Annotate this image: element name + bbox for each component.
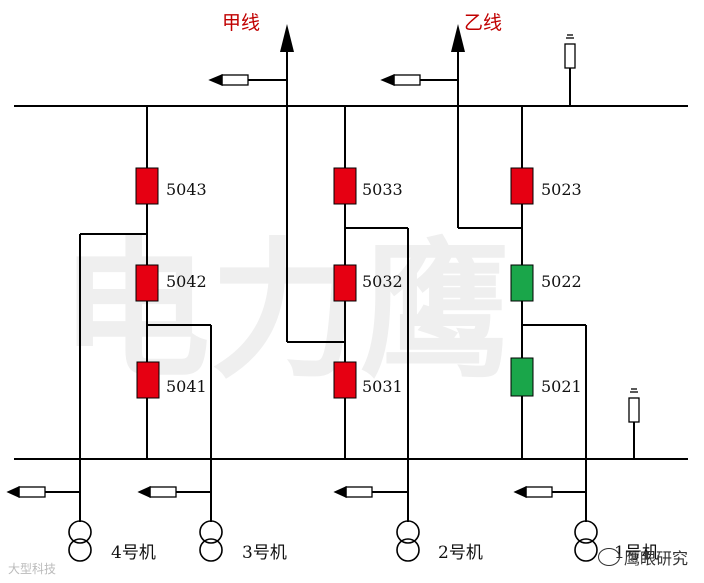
transformer-g2-icon	[396, 520, 420, 562]
breaker-label-5021: 5021	[541, 377, 582, 396]
breaker-label-5033: 5033	[362, 180, 403, 199]
ct-g2-icon	[345, 486, 373, 498]
transformer-g1-icon	[574, 520, 598, 562]
watermark-bottom-right: 鹰眼研究	[597, 545, 688, 569]
breaker-5042[interactable]	[135, 264, 159, 302]
arrester-lower-icon	[628, 397, 640, 423]
watermark-bottom-right-text: 鹰眼研究	[623, 549, 688, 568]
breaker-label-5041: 5041	[166, 377, 207, 396]
cvt-jia-icon	[221, 74, 249, 86]
watermark-bottom-left: 大型科技	[8, 562, 57, 576]
breaker-5041[interactable]	[136, 361, 160, 399]
cvt-yi-icon	[393, 74, 421, 86]
breaker-label-5022: 5022	[541, 272, 582, 291]
transformer-g3-icon	[199, 520, 223, 562]
ct-g4-icon	[18, 486, 46, 498]
breaker-5022[interactable]	[510, 264, 534, 302]
arrester-upper-icon	[564, 43, 576, 69]
wechat-icon	[597, 548, 620, 566]
ct-g1-icon	[525, 486, 553, 498]
jia-line-arrow-icon	[280, 24, 294, 52]
breaker-5032[interactable]	[333, 264, 357, 302]
watermark-center: 电力鹰	[60, 225, 511, 399]
line-label-yi: 乙线	[464, 12, 503, 34]
breaker-5023[interactable]	[510, 167, 534, 205]
generator-label-4: 4号机	[111, 543, 156, 563]
line-label-jia: 甲线	[222, 12, 261, 34]
breaker-5033[interactable]	[333, 167, 357, 205]
breaker-5031[interactable]	[333, 361, 357, 399]
generator-label-2: 2号机	[438, 543, 483, 563]
breaker-label-5032: 5032	[362, 272, 403, 291]
transformer-g4-icon	[68, 520, 92, 562]
breaker-label-5042: 5042	[166, 272, 207, 291]
breaker-5021[interactable]	[510, 357, 534, 397]
breaker-5043[interactable]	[135, 167, 159, 205]
yi-line-arrow-icon	[451, 24, 465, 52]
breaker-label-5043: 5043	[166, 180, 207, 199]
generator-label-3: 3号机	[242, 543, 287, 563]
breaker-label-5023: 5023	[541, 180, 582, 199]
breaker-label-5031: 5031	[362, 377, 403, 396]
ct-g3-icon	[149, 486, 177, 498]
generator-label-1: 1号机	[614, 543, 659, 563]
